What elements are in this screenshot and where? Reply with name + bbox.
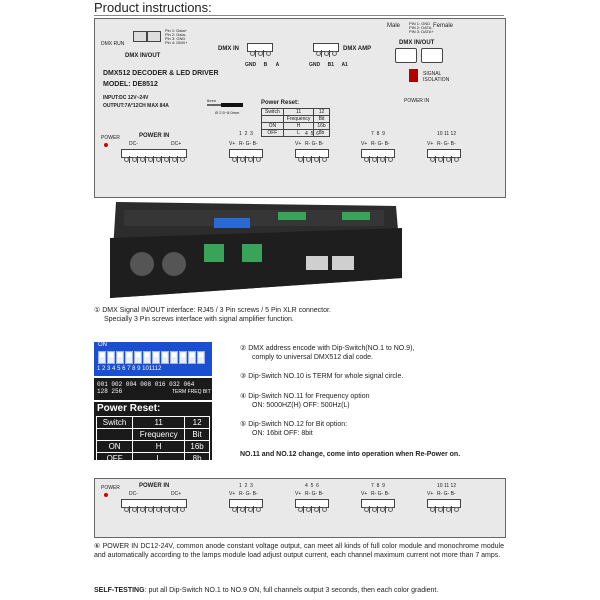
- xlr-female-icon: [421, 48, 443, 63]
- item-4: ④ Dip-Switch NO.11 for Frequency option …: [240, 393, 370, 409]
- bottom-power-led: [104, 493, 108, 497]
- page-title: Product instructions:: [94, 0, 212, 15]
- dmx-in-out-label-right: DMX IN/OUT: [399, 40, 435, 46]
- bottom-power-terminal: [121, 499, 187, 513]
- power-led: [104, 143, 108, 147]
- dmx-in-terminal: [247, 43, 273, 57]
- dmx-amp-label: DMX AMP: [343, 46, 372, 52]
- female-label: Female: [433, 23, 454, 29]
- dip-values-grid: 001 002 004 008 016 032 064 128 256 TERM…: [94, 378, 212, 400]
- dmx-amp-pins: GND B1 A1: [309, 62, 348, 68]
- self-testing-label: SELF-TESTING: [94, 587, 145, 594]
- isolation-display: [409, 69, 418, 82]
- xlr-male-icon: [395, 48, 417, 63]
- wire-diameter-label: Ø 2.5~8.0mm: [215, 110, 240, 115]
- power-in-label: POWER IN: [139, 133, 170, 139]
- dip-on-label: ON: [98, 342, 107, 348]
- power-reset-title: Power Reset:: [97, 403, 161, 414]
- bottom-channel-group-3: 7 8 9 V+ R- G- B-: [361, 483, 421, 513]
- section-6-marker: ⑥: [94, 543, 101, 550]
- output-spec: OUTPUT:7A*12CH MAX 84A: [103, 103, 169, 109]
- section-6-text: ⑥ POWER IN DC12-24V, common anode consta…: [94, 543, 504, 559]
- dmx-run-label: DMX RUN: [101, 41, 125, 47]
- power-label: POWER: [101, 135, 120, 141]
- item-3: ③ Dip-Switch NO.10 is TERM for whole sig…: [240, 373, 404, 380]
- small-power-reset-title: Power Reset:: [261, 100, 300, 106]
- dmx-in-out-label-left: DMX IN/OUT: [125, 53, 161, 59]
- title-divider: [94, 15, 504, 16]
- channel-group-2: 4 5 6 V+ R- G- B-: [295, 131, 355, 163]
- product-name: DMX512 DECODER & LED DRIVER: [103, 70, 219, 77]
- rj45-port-1: [133, 31, 147, 42]
- device-photo-icon: [110, 202, 402, 298]
- dmx-in-pins: GND B A: [245, 62, 280, 68]
- bottom-dc-plus: DC+: [171, 491, 182, 497]
- xlr-pin-labels: PIN 1: GND PIN 2: DATA- PIN 3: DATA+: [409, 21, 434, 34]
- channel-group-1: 1 2 3 V+ R- G- B-: [229, 131, 289, 163]
- product-photo: [96, 198, 408, 302]
- dip-switch-panel: ON 1 2 3 4 5 6 7 8 9 101112: [94, 342, 212, 376]
- dip-numbers: 1 2 3 4 5 6 7 8 9 101112: [97, 366, 162, 372]
- dc-plus-label: DC+: [171, 141, 182, 147]
- section-1-marker: ①: [94, 307, 101, 314]
- bottom-channel-group-1: 1 2 3 V+ R- G- B-: [229, 483, 289, 513]
- re-power-note: NO.11 and NO.12 change, come into operat…: [240, 451, 461, 458]
- bottom-channel-group-4: 10 11 12 V+ R- G- B-: [427, 483, 497, 513]
- top-wiring-diagram: DMX RUN Pin 1: Data+ Pin 2: Data- Pin 3:…: [94, 18, 506, 198]
- input-spec: INPUT:DC 12V~24V: [103, 95, 149, 101]
- rj45-pin-labels: Pin 1: Data+ Pin 2: Data- Pin 3: GND Pin…: [165, 28, 188, 45]
- bottom-dc-minus: DC-: [129, 491, 138, 497]
- dmx-amp-terminal: [313, 43, 339, 57]
- channel-group-4: 10 11 12 V+ R- G- B-: [427, 131, 497, 163]
- model-label: MODEL: DE8512: [103, 81, 158, 88]
- dc-minus-label: DC-: [129, 141, 138, 147]
- bottom-power-label: POWER: [101, 485, 120, 491]
- wire-sheath-icon: [221, 103, 243, 107]
- section-1-text: ① DMX Signal IN/OUT interface: RJ45 / 3 …: [94, 307, 331, 323]
- signal-isolation-label: SIGNAL ISOLATION: [423, 71, 450, 83]
- dmx-in-label: DMX IN: [218, 46, 239, 52]
- self-testing: SELF-TESTING: put all Dip-Switch NO.1 to…: [94, 587, 439, 594]
- bottom-wiring-diagram: POWER POWER IN DC- DC+ 1 2 3 V+ R- G- B-…: [94, 478, 506, 538]
- dip-switch-row: [98, 351, 210, 365]
- bottom-power-in-label: POWER IN: [139, 483, 170, 489]
- channel-group-3: 7 8 9 V+ R- G- B-: [361, 131, 421, 163]
- male-label: Male: [387, 23, 401, 29]
- bottom-channel-group-2: 4 5 6 V+ R- G- B-: [295, 483, 355, 513]
- power-terminal: [121, 149, 187, 163]
- wire-icon: [207, 104, 221, 106]
- item-2: ② DMX address encode with Dip-Switch(NO.…: [240, 345, 415, 361]
- rj45-port-2: [147, 31, 161, 42]
- wire-strip-label: 6mm: [207, 98, 216, 103]
- item-5: ⑤ Dip-Switch NO.12 for Bit option: ON: 1…: [240, 421, 348, 437]
- power-led-label: POWER IN: [404, 98, 430, 104]
